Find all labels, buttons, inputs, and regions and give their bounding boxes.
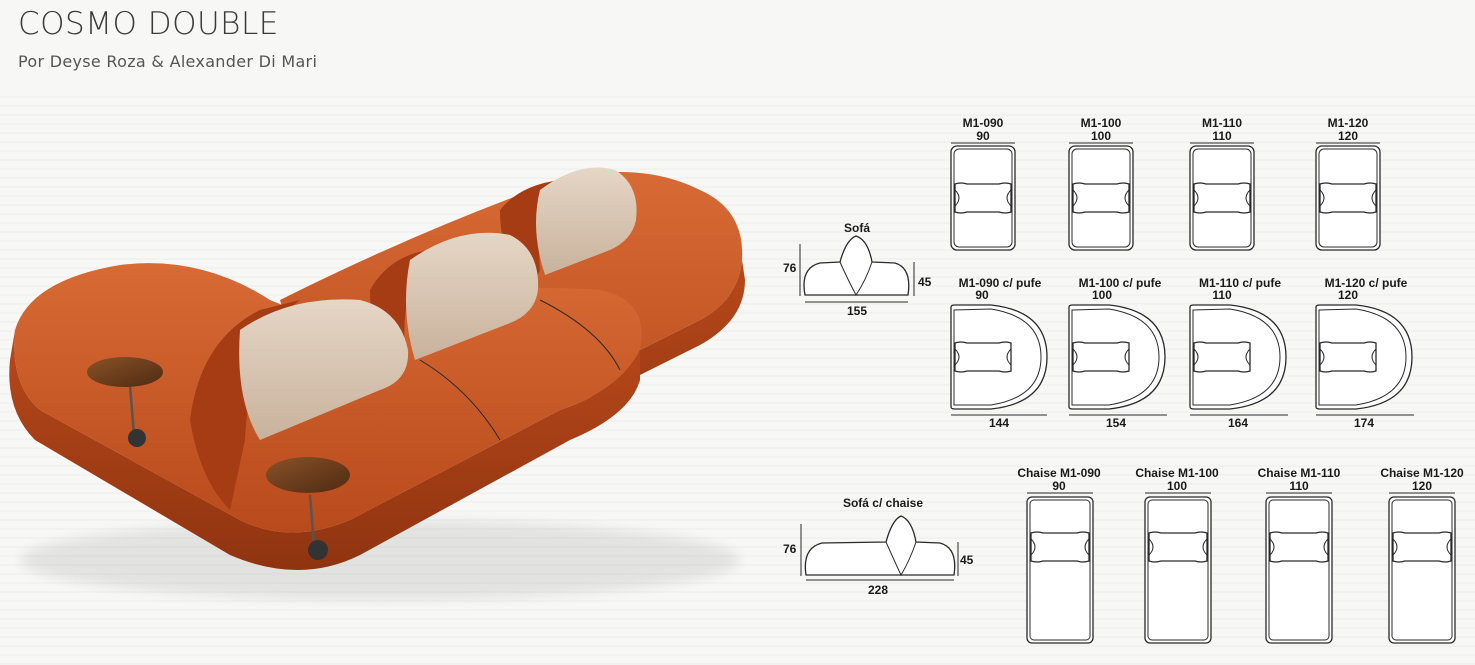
page-subtitle: Por Deyse Roza & Alexander Di Mari bbox=[18, 52, 318, 71]
module-pufe-m1-090: M1-090 c/ pufe 90 144 bbox=[950, 276, 1048, 430]
module-width: 120 bbox=[1338, 129, 1358, 143]
chaise-m1-090: Chaise M1-090 90 bbox=[1017, 466, 1101, 644]
seat-seam bbox=[539, 299, 621, 371]
chaise-name: Chaise M1-120 bbox=[1380, 466, 1464, 480]
back-cushion bbox=[239, 299, 409, 440]
chaise-name: Chaise M1-100 bbox=[1135, 466, 1219, 480]
sofa-chaise-height: 76 bbox=[783, 542, 797, 556]
module-name: M1-100 bbox=[1081, 116, 1122, 130]
module-width: 90 bbox=[976, 129, 990, 143]
module-name: M1-100 c/ pufe bbox=[1079, 276, 1162, 290]
back-cushion bbox=[536, 167, 637, 275]
sofa-photo bbox=[9, 167, 745, 600]
module-pufe-m1-110: M1-110 c/ pufe 110 164 bbox=[1189, 276, 1288, 430]
floor-shadow bbox=[20, 520, 740, 600]
module-width: 90 bbox=[975, 288, 989, 302]
module-m1-090: M1-090 90 bbox=[950, 116, 1016, 251]
chaise-width: 110 bbox=[1289, 479, 1309, 493]
chaise-m1-100: Chaise M1-100 100 bbox=[1135, 466, 1219, 644]
module-name: M1-120 c/ pufe bbox=[1325, 276, 1408, 290]
module-name: M1-110 bbox=[1202, 116, 1242, 130]
module-pufe-m1-120: M1-120 c/ pufe 120 174 bbox=[1315, 276, 1414, 430]
page-title: COSMO DOUBLE bbox=[18, 6, 279, 42]
sofa-chaise-elevation: Sofá c/ chaise 76 45 228 bbox=[783, 496, 974, 597]
sofa-chaise-seat-height: 45 bbox=[960, 553, 974, 567]
backrest-wedge bbox=[190, 300, 300, 510]
chaise-m1-120: Chaise M1-120 120 bbox=[1380, 466, 1464, 644]
chaise-width: 120 bbox=[1412, 479, 1432, 493]
module-width: 120 bbox=[1338, 288, 1358, 302]
sofa-seat-height: 45 bbox=[918, 275, 932, 289]
side-table-right bbox=[266, 457, 350, 560]
module-name: M1-120 bbox=[1328, 116, 1369, 130]
module-m1-100: M1-100 100 bbox=[1068, 116, 1134, 251]
module-name: M1-090 c/ pufe bbox=[959, 276, 1042, 290]
module-name: M1-110 c/ pufe bbox=[1199, 276, 1281, 290]
chaise-name: Chaise M1-090 bbox=[1017, 466, 1101, 480]
side-table-left bbox=[87, 357, 163, 447]
chaise-name: Chaise M1-110 bbox=[1258, 466, 1341, 480]
module-pufe-m1-100: M1-100 c/ pufe 100 154 bbox=[1068, 276, 1167, 430]
module-width: 110 bbox=[1212, 288, 1232, 302]
module-width: 100 bbox=[1091, 129, 1111, 143]
module-depth: 174 bbox=[1354, 416, 1374, 430]
module-depth: 164 bbox=[1228, 416, 1248, 430]
module-width: 110 bbox=[1212, 129, 1232, 143]
sofa-chaise-label: Sofá c/ chaise bbox=[843, 496, 923, 510]
module-depth: 144 bbox=[989, 416, 1009, 430]
chaise-width: 100 bbox=[1167, 479, 1187, 493]
module-m1-120: M1-120 120 bbox=[1315, 116, 1381, 251]
module-depth: 154 bbox=[1106, 416, 1126, 430]
sofa-chaise-length: 228 bbox=[868, 583, 888, 597]
sofa-height: 76 bbox=[783, 261, 797, 275]
chaise-m1-110: Chaise M1-110 110 bbox=[1258, 466, 1341, 644]
sofa-length: 155 bbox=[847, 304, 867, 318]
seat-seam bbox=[419, 359, 501, 441]
module-name: M1-090 bbox=[963, 116, 1004, 130]
back-cushion bbox=[406, 232, 539, 360]
sofa-elevation: Sofá 76 45 155 bbox=[783, 221, 932, 318]
module-width: 100 bbox=[1092, 288, 1112, 302]
sofa-label: Sofá bbox=[844, 221, 870, 235]
module-m1-110: M1-110 110 bbox=[1189, 116, 1255, 251]
chaise-width: 90 bbox=[1052, 479, 1066, 493]
front-seat-side bbox=[9, 330, 641, 570]
